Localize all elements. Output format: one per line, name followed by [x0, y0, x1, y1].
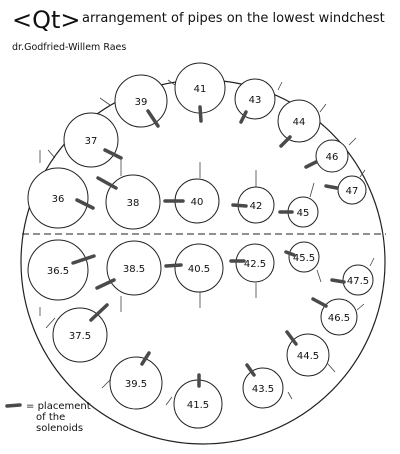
author-credit: dr.Godfried-Willem Raes: [12, 42, 127, 53]
solenoid-marker-45-5: [284, 250, 296, 257]
pipe-label-44: 44: [293, 117, 306, 128]
pipe-label-39: 39: [135, 97, 148, 108]
pipe-38: [105, 174, 161, 230]
pipe-46-5: [320, 298, 358, 336]
pipe-label-37-5: 37.5: [69, 331, 91, 342]
pipe-36: [27, 167, 89, 229]
solenoid-marker-43-5: [245, 363, 256, 377]
pipe-39: [114, 74, 168, 128]
pipe-tick-upper-3: [99, 97, 111, 106]
pipe-40-5: [174, 243, 224, 293]
solenoid-legend-marker: [5, 403, 22, 408]
pipe-tick-upper-8: [319, 103, 327, 113]
pipe-38-5: [106, 240, 162, 296]
pipe-tick-upper-5: [167, 79, 176, 86]
pipe-tick-lower-8: [327, 363, 336, 373]
pipe-tick-upper-9: [309, 182, 315, 198]
pipe-tick-lower-1: [45, 317, 56, 329]
qt-logo: <Qt>: [12, 6, 81, 34]
pipe-37: [63, 112, 119, 168]
solenoid-marker-42: [231, 203, 248, 208]
pipe-label-41: 41: [194, 84, 207, 95]
solenoid-marker-46: [304, 160, 318, 169]
pipe-label-43: 43: [249, 95, 262, 106]
pipe-46: [315, 139, 349, 173]
pipe-tick-lower-7: [287, 391, 293, 400]
legend: = placement of the solenoids: [26, 401, 91, 434]
pipe-label-36-5: 36.5: [47, 266, 69, 277]
pipe-label-38: 38: [127, 198, 140, 209]
pipe-tick-lower-11: [369, 257, 375, 267]
pipe-47-5: [342, 264, 374, 296]
pipe-label-45-5: 45.5: [293, 253, 315, 264]
solenoid-marker-39: [146, 109, 160, 128]
pipe-tick-lower-10: [356, 303, 365, 311]
pipe-tick-lower-3: [101, 379, 111, 389]
solenoid-marker-38: [96, 176, 118, 190]
pipe-label-47: 47: [346, 186, 359, 197]
solenoid-marker-43: [239, 110, 248, 124]
pipe-44: [277, 99, 321, 143]
pipe-label-43-5: 43.5: [252, 384, 274, 395]
pipe-label-42-5: 42.5: [244, 259, 266, 270]
pipe-label-38-5: 38.5: [123, 264, 145, 275]
pipe-label-37: 37: [85, 136, 98, 147]
pipe-label-41-5: 41.5: [187, 400, 209, 411]
pipe-37-5: [52, 307, 108, 363]
pipe-42-5: [235, 243, 275, 283]
pipe-47: [337, 175, 367, 205]
pipe-label-44-5: 44.5: [297, 351, 319, 362]
pipe-label-36: 36: [52, 194, 65, 205]
solenoid-marker-38-5: [95, 278, 116, 290]
pipe-label-46-5: 46.5: [328, 313, 350, 324]
pipe-tick-upper-1: [47, 149, 56, 159]
solenoid-marker-39-5: [140, 351, 151, 366]
solenoid-marker-41: [198, 105, 203, 123]
legend-line-1: placement: [37, 401, 91, 412]
solenoid-marker-46-5: [311, 297, 328, 308]
solenoid-marker-36: [75, 198, 95, 210]
pipe-label-47-5: 47.5: [347, 276, 369, 287]
pipe-label-39-5: 39.5: [125, 379, 147, 390]
pipe-43: [234, 78, 276, 120]
pipe-tick-upper-7: [277, 81, 283, 91]
solenoid-marker-40-5: [164, 263, 183, 268]
pipe-label-46: 46: [326, 152, 339, 163]
pipe-label-42: 42: [250, 201, 263, 212]
solenoid-marker-37: [103, 148, 123, 160]
pipe-45-5: [288, 241, 320, 273]
pipe-tick-upper-10: [348, 137, 357, 146]
pipe-label-45: 45: [297, 208, 310, 219]
pipe-tick-lower-5: [165, 396, 173, 406]
pipe-tick-lower-9: [316, 269, 322, 283]
solenoid-marker-44: [279, 135, 292, 148]
pipe-label-40-5: 40.5: [188, 264, 210, 275]
pipe-label-40: 40: [191, 197, 204, 208]
pipe-43-5: [242, 367, 284, 409]
solenoid-marker-47: [324, 184, 339, 190]
pipe-36-5: [27, 239, 89, 301]
solenoid-marker-36-5: [71, 254, 96, 265]
legend-line-3: solenoids: [36, 423, 84, 434]
solenoid-marker-37-5: [89, 303, 109, 322]
pipe-39-5: [109, 356, 163, 410]
page-title: arrangement of pipes on the lowest windc…: [82, 11, 385, 26]
legend-equals: =: [26, 401, 35, 412]
solenoid-marker-44-5: [285, 330, 298, 346]
solenoid-marker-47-5: [330, 278, 346, 284]
legend-line-2: of the: [36, 412, 66, 423]
pipe-tick-upper-11: [359, 169, 366, 178]
